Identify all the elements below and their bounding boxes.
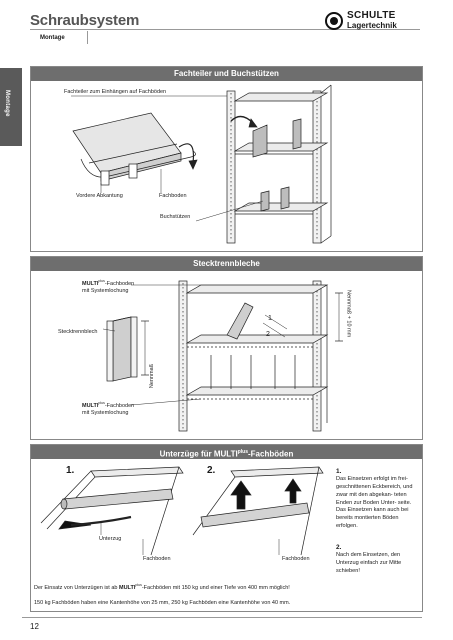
label-nennmass-plus-10: Nennmaß + 10 mm bbox=[345, 290, 352, 338]
page-title: Schraubsystem bbox=[30, 12, 140, 29]
section-unterzuege-title: Unterzüge für MULTIplus-Fachböden bbox=[31, 445, 422, 459]
shelf-unit-drawing bbox=[226, 84, 332, 244]
label-fachteiler: Fachteiler zum Einhängen auf Fachböden bbox=[64, 89, 167, 95]
label-fachboden: Fachboden bbox=[159, 193, 187, 199]
label-fachboden-left: Fachboden bbox=[143, 556, 171, 562]
schulte-logo: SCHULTE Lagertechnik bbox=[325, 10, 425, 34]
logo-mark-icon bbox=[325, 12, 343, 30]
note-step-1: 1.Das Einsetzen erfolgt im frei- geschni… bbox=[336, 468, 413, 530]
side-tab-label: Montage bbox=[4, 90, 10, 117]
section-stecktrennbleche-title: Stecktrennbleche bbox=[31, 257, 422, 271]
fachteiler-detail-drawing bbox=[72, 112, 198, 186]
step-2-label: 2. bbox=[207, 465, 216, 476]
fachteiler-illustration bbox=[71, 84, 332, 244]
leader-buchstuetzen bbox=[195, 200, 264, 222]
side-chapter-tab: Montage bbox=[0, 68, 22, 146]
unterzug-step2-drawing bbox=[192, 466, 324, 556]
unterzuege-illustration bbox=[40, 466, 324, 556]
label-nennmass: Nennmaß bbox=[149, 364, 155, 389]
unterzug-step1-drawing bbox=[40, 466, 184, 556]
section-subtitle: Montage bbox=[30, 31, 88, 44]
note-step-2: 2.Nach dem Einsetzen, den Unterzug einfa… bbox=[336, 544, 402, 574]
leader-bottom-fachboden bbox=[130, 398, 202, 406]
header-rule bbox=[30, 29, 420, 30]
section-unterzuege: Unterzüge für MULTIplus-Fachböden bbox=[30, 444, 423, 612]
label-fachboden-right: Fachboden bbox=[282, 556, 310, 562]
footnote-edge-height: 150 kg Fachböden haben eine Kantenhöhe v… bbox=[34, 600, 291, 606]
section-fachteiler-title: Fachteiler und Buchstützen bbox=[31, 67, 422, 81]
logo-main-text: SCHULTE bbox=[347, 10, 396, 21]
label-stecktrennblech: Stecktrennblech bbox=[58, 329, 98, 335]
section-stecktrennbleche: Stecktrennbleche bbox=[30, 256, 423, 440]
logo-sub-text: Lagertechnik bbox=[347, 21, 397, 30]
shelf-with-dividers-drawing bbox=[178, 280, 343, 432]
label-vordere-abkantung: Vordere Abkantung bbox=[76, 193, 123, 199]
leader-stecktrennblech bbox=[102, 328, 116, 332]
label-buchstuetzen: Buchstützen bbox=[160, 214, 191, 220]
stecktrennbleche-illustration bbox=[102, 280, 343, 432]
marker-1: 1 bbox=[268, 315, 272, 322]
section-fachteiler: Fachteiler und Buchstützen bbox=[30, 66, 423, 252]
step-1-label: 1. bbox=[66, 465, 75, 476]
label-unterzug: Unterzug bbox=[99, 536, 122, 542]
footnote-unterzug-usage: Der Einsatz von Unterzügen ist ab MULTIp… bbox=[34, 583, 290, 591]
stecktrennblech-detail-drawing bbox=[106, 316, 149, 382]
page-number: 12 bbox=[30, 622, 39, 631]
page-footer-rule bbox=[22, 617, 422, 618]
marker-2: 2 bbox=[266, 331, 270, 338]
